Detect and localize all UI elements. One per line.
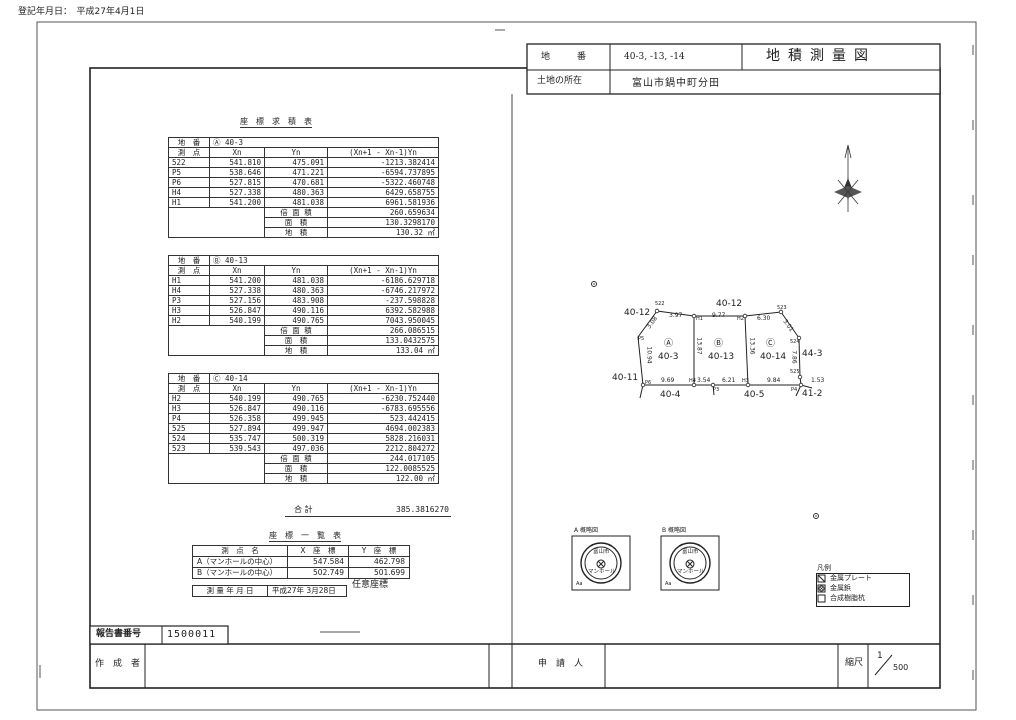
point-label: 522 xyxy=(655,301,665,307)
chiban-label: 地 番 xyxy=(541,52,587,62)
dimension-label: 1.53 xyxy=(811,377,825,384)
adjacent-lot-40-4: 40-4 xyxy=(660,390,681,400)
coord-row: B（マンホールの中心） 502.749 501.699 xyxy=(192,567,410,579)
adjacent-lot-40-12-left: 40-12 xyxy=(624,308,651,318)
manhole-a-title: A 概略図 xyxy=(574,527,599,534)
point-label: 525 xyxy=(790,369,800,375)
lot-c-mark: Ⓒ xyxy=(766,339,776,349)
manhole-a-mark: Aa xyxy=(576,581,583,587)
adjacent-lot-40-12-top: 40-12 xyxy=(716,299,743,309)
point-label: P3 xyxy=(713,387,720,393)
survey-date-label: 測 量 年 月 日 xyxy=(192,585,268,597)
manhole-b-mark: Aa xyxy=(665,581,672,587)
location-value: 富山市鍋中町分田 xyxy=(632,78,720,89)
scale-label: 縮尺 xyxy=(845,658,864,668)
applicant-label: 申 請 人 xyxy=(538,659,584,669)
dimension-label: 7.86 xyxy=(790,350,798,364)
survey-date-value: 平成27年 3月28日 xyxy=(267,585,347,597)
legend-item: 合成樹脂杭 xyxy=(830,594,865,602)
point-label: H3 xyxy=(742,378,749,384)
legend-box xyxy=(816,573,910,607)
legend-title: 凡例 xyxy=(817,564,831,572)
registration-date: 登記年月日： 平成27年4月1日 xyxy=(18,7,145,17)
point-label: H4 xyxy=(689,378,696,384)
legend-item: 金属鋲 xyxy=(830,584,851,592)
lot-b-mark: Ⓑ xyxy=(714,339,724,349)
adjacent-lot-40-5: 40-5 xyxy=(744,390,765,400)
dimension-label: 6.30 xyxy=(757,315,771,322)
dimension-label: 9.84 xyxy=(767,377,781,384)
dimension-label: 9.69 xyxy=(661,377,675,384)
adjacent-lot-44-3: 44-3 xyxy=(802,349,823,359)
coord-table-title: 座 標 一 覧 表 xyxy=(269,531,341,542)
total-value: 385.3816270 xyxy=(396,505,449,514)
chiban-value: 40-3, -13, -14 xyxy=(624,52,685,62)
coord-table: 測 点 名 X 座 標 Y 座 標 A（マンホールの中心） 547.584 46… xyxy=(192,545,410,579)
point-label: P4 xyxy=(791,387,798,393)
survey-date-table: 測 量 年 月 日 平成27年 3月28日 xyxy=(192,585,347,597)
manhole-a-city: 富山市 xyxy=(593,549,610,555)
dimension-label: 9.77 xyxy=(712,312,726,319)
report-value: 1500011 xyxy=(167,629,217,640)
coord-col-x: X 座 標 xyxy=(287,545,349,557)
point-label: 523 xyxy=(777,305,787,311)
dimension-label: 13.36 xyxy=(748,337,756,355)
coord-col-y: Y 座 標 xyxy=(348,545,410,557)
lot-a-number: 40-3 xyxy=(658,352,679,362)
legend-item: 金属プレート xyxy=(830,574,872,582)
scale-numerator: 1 xyxy=(877,651,883,661)
area-table-title: 座 標 求 積 表 xyxy=(240,117,312,128)
dimension-label: 6.21 xyxy=(722,377,736,384)
document-title: 地積測量図 xyxy=(766,48,876,64)
coord-col-point: 測 点 名 xyxy=(192,545,288,557)
dimension-label: 3.97 xyxy=(669,312,683,319)
total-underline xyxy=(285,516,451,517)
coord-note: 任意座標 xyxy=(352,580,389,590)
point-label: H2 xyxy=(737,316,744,322)
adjacent-lot-40-11: 40-11 xyxy=(612,373,639,383)
point-label: 524 xyxy=(790,339,800,345)
scale-denominator: 500 xyxy=(893,663,909,672)
location-label: 土地の所在 xyxy=(537,76,583,86)
lot-a-mark: Ⓐ xyxy=(664,339,674,349)
total-label: 合 計 xyxy=(294,505,313,514)
coord-row: A（マンホールの中心） 547.584 462.798 xyxy=(192,556,410,568)
point-label: H1 xyxy=(696,316,703,322)
report-label: 報告書番号 xyxy=(96,629,142,639)
manhole-b-text: マンホール xyxy=(677,569,705,575)
manhole-b-city: 富山市 xyxy=(682,549,699,555)
dimension-label: 3.54 xyxy=(697,377,711,384)
lot-b-number: 40-13 xyxy=(708,352,735,362)
point-label: P6 xyxy=(645,380,652,386)
adjacent-lot-41-2: 41-2 xyxy=(802,389,823,399)
creator-label: 作 成 者 xyxy=(95,659,141,669)
lot-c-number: 40-14 xyxy=(760,352,787,362)
manhole-b-title: B 概略図 xyxy=(662,527,687,534)
dimension-label: 10.94 xyxy=(645,346,653,364)
point-label: P5 xyxy=(638,336,645,342)
manhole-a-text: マンホール xyxy=(588,569,616,575)
dimension-label: 13.87 xyxy=(695,337,703,355)
